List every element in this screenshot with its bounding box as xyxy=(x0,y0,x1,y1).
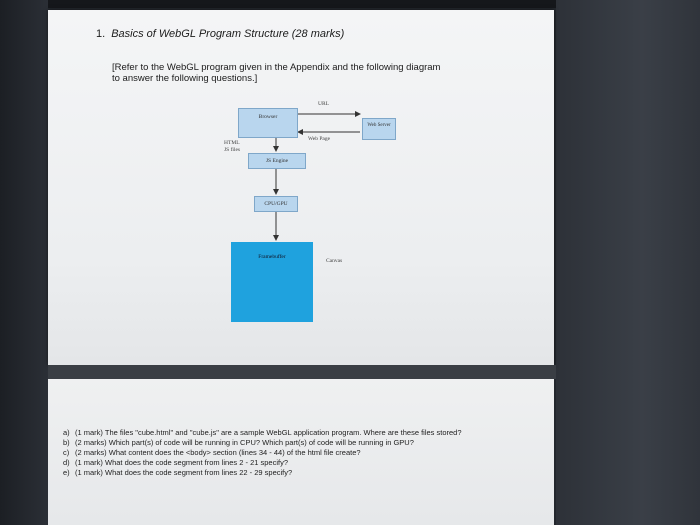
sub-question-letter: b) xyxy=(63,438,70,447)
sub-question-d: d) (1 mark) What does the code segment f… xyxy=(63,458,483,468)
url-label: URL xyxy=(318,101,329,107)
sub-question-text: (1 mark) The files "cube.html" and "cube… xyxy=(75,428,462,437)
html-js-files-label: HTML JS files xyxy=(224,140,241,153)
web-page-label: Web Page xyxy=(308,136,331,142)
framebuffer-label: Framebuffer xyxy=(258,254,286,260)
question-title: 1. Basics of WebGL Program Structure (28 … xyxy=(96,28,344,40)
background-right xyxy=(556,0,700,525)
js-engine-box: JS Engine xyxy=(248,153,306,169)
browser-box: Browser xyxy=(238,108,298,138)
sub-question-text: (2 marks) Which part(s) of code will be … xyxy=(75,438,414,447)
sub-question-letter: e) xyxy=(63,468,70,477)
sub-question-text: (1 mark) What does the code segment from… xyxy=(75,468,293,477)
sub-question-list: a) (1 mark) The files "cube.html" and "c… xyxy=(63,428,483,478)
sub-question-c: c) (2 marks) What content does the <body… xyxy=(63,448,483,458)
canvas-label: Canvas xyxy=(326,258,343,264)
question-number: 1. xyxy=(96,28,106,40)
sub-question-letter: c) xyxy=(63,448,70,457)
question-intro: [Refer to the WebGL program given in the… xyxy=(112,62,441,84)
document-page-1[interactable]: 1. Basics of WebGL Program Structure (28 … xyxy=(48,10,554,365)
diagram-connectors xyxy=(273,111,361,241)
sub-question-letter: d) xyxy=(63,458,70,467)
sub-question-a: a) (1 mark) The files "cube.html" and "c… xyxy=(63,428,483,438)
sub-question-text: (1 mark) What does the code segment from… xyxy=(75,458,289,467)
background-left xyxy=(0,0,48,525)
sub-question-text: (2 marks) What content does the <body> s… xyxy=(75,448,361,457)
sub-question-letter: a) xyxy=(63,428,70,437)
question-title-text: Basics of WebGL Program Structure (28 ma… xyxy=(111,28,345,40)
sub-question-b: b) (2 marks) Which part(s) of code will … xyxy=(63,438,483,448)
monitor-top-edge xyxy=(0,0,700,8)
framebuffer-box: Framebuffer xyxy=(231,242,313,322)
sub-question-e: e) (1 mark) What does the code segment f… xyxy=(63,468,483,478)
page-break xyxy=(48,365,556,379)
cpu-gpu-box: CPU/GPU xyxy=(254,196,298,212)
document-page-2[interactable] xyxy=(48,379,554,525)
web-server-box: Web Server xyxy=(362,118,396,140)
